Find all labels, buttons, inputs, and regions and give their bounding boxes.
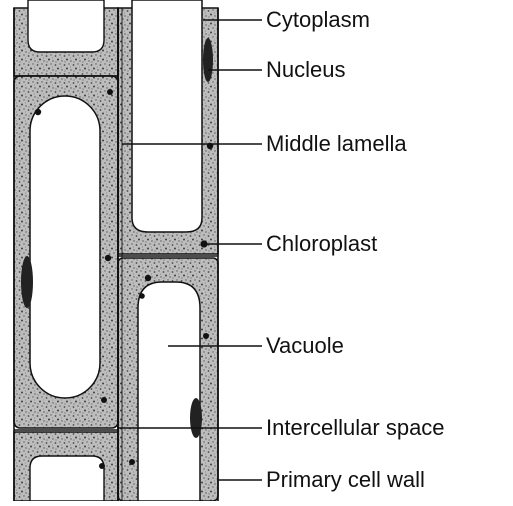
label-chloroplast: Chloroplast xyxy=(266,233,377,255)
cell-upper-right xyxy=(118,0,218,254)
vacuole-lower-right xyxy=(138,282,200,501)
label-middle-lamella: Middle lamella xyxy=(266,133,407,155)
label-primary-cell-wall: Primary cell wall xyxy=(266,469,425,491)
vacuole-bottom-left xyxy=(30,456,104,501)
label-intercellular-space: Intercellular space xyxy=(266,417,445,439)
vacuole-top-left xyxy=(28,0,104,52)
vacuole-left xyxy=(30,96,100,398)
vacuole-upper-right xyxy=(132,0,202,232)
label-vacuole: Vacuole xyxy=(266,335,344,357)
cell-bottom-left xyxy=(14,432,118,501)
cell-top-left xyxy=(14,0,118,76)
cell-lower-right xyxy=(118,258,218,501)
cell-middle-left xyxy=(14,76,118,428)
label-nucleus: Nucleus xyxy=(266,59,345,81)
label-cytoplasm: Cytoplasm xyxy=(266,9,370,31)
nucleus-left xyxy=(21,256,33,308)
nucleus-lower-right xyxy=(190,398,202,438)
nucleus-upper-right xyxy=(203,38,213,82)
